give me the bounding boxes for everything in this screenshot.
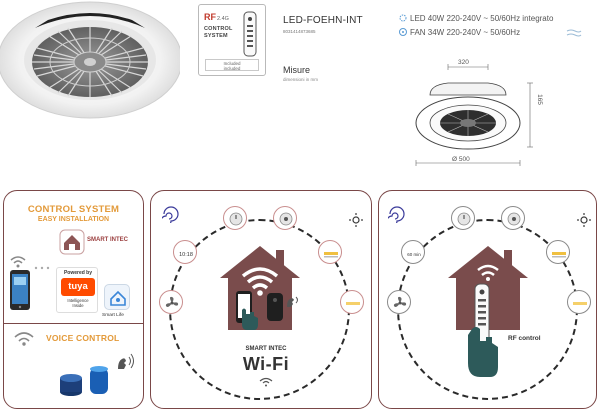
smart-home-house-icon [210, 240, 310, 340]
dimmer-slider-icon-rf [546, 240, 570, 264]
dimensions-title: Misure [283, 65, 311, 75]
rf-line-control: CONTROL [204, 26, 233, 32]
dimmer-slider-icon [318, 240, 342, 264]
smart-life-label: Smart Life [102, 313, 124, 318]
voice-wifi-icon [13, 331, 35, 347]
smartphone-icon [9, 269, 31, 311]
fan-speed-icon-rf [387, 290, 411, 314]
timer-display-icon-rf: 60 min [401, 240, 425, 264]
product-model: LED-FOEHN-INT [283, 15, 363, 26]
smartphone-tap-icon [232, 290, 260, 332]
voice-control-title: VOICE CONTROL [46, 333, 120, 343]
spec-led: LED 40W 220-240V ~ 50/60Hz integrato [398, 14, 553, 23]
spec-led-text: LED 40W 220-240V ~ 50/60Hz integrato [410, 14, 554, 23]
speaking-user-icon [284, 292, 302, 310]
wifi-signal-icon [9, 255, 27, 269]
dimension-width: 320 [458, 59, 469, 66]
light-brightness-icon [348, 212, 364, 228]
timer-display-icon: 10:18 [173, 240, 197, 264]
panel-divider [3, 323, 144, 324]
dimension-diameter: Ø 500 [452, 156, 470, 163]
power-button-icon [223, 206, 247, 230]
color-temp-icon-rf [567, 290, 591, 314]
rf-remote-hand-icon [462, 283, 502, 379]
dimension-drawing [400, 55, 560, 175]
fan-swirl-icon [162, 205, 180, 223]
light-button-icon [273, 206, 297, 230]
timer-text: 10:18 [179, 252, 193, 258]
wifi-label: Wi-Fi [242, 354, 290, 374]
remote-control-icon [243, 11, 257, 57]
control-system-subtitle: EASY INSTALLATION [37, 216, 110, 223]
rf-line-system: SYSTEM [204, 33, 228, 39]
fan-icon [398, 27, 408, 37]
rf-control-system-box: RF2.4G CONTROL SYSTEM Included included [198, 4, 266, 76]
smart-intec-wifi-label: SMART INTEC [245, 346, 287, 352]
product-code: 8031414873685 [283, 29, 316, 34]
control-system-title: CONTROL SYSTEM [27, 204, 120, 215]
dimension-height: 165 [535, 94, 543, 105]
smart-intec-label: SMART INTEC [87, 237, 128, 243]
led-light-icon [398, 13, 408, 23]
rf-control-label: RF control [508, 335, 541, 342]
light-button-icon-rf [501, 206, 525, 230]
voice-speaker-icon [266, 292, 284, 322]
spec-fan-text: FAN 34W 220-240V ~ 50/60Hz [410, 28, 521, 37]
smart-intec-app-icon [59, 229, 85, 255]
color-temp-icon [340, 290, 364, 314]
tuya-powered-badge: Powered by tuya Intelligence Inside [56, 267, 98, 313]
smart-speaker-icon [58, 362, 114, 398]
link-dots-icon [33, 264, 53, 272]
tuya-subtitle: Intelligence Inside [67, 298, 89, 308]
rf-included-tag: Included included [205, 59, 259, 71]
voice-user-icon [114, 351, 136, 373]
fan-speed-icon [159, 290, 183, 314]
spec-fan: FAN 34W 220-240V ~ 50/60Hz [398, 28, 520, 37]
light-brightness-icon-rf [576, 212, 592, 228]
airflow-icon [566, 28, 582, 38]
power-button-icon-rf [451, 206, 475, 230]
rf-title: RF2.4G [204, 12, 229, 22]
wifi-small-icon [258, 377, 274, 387]
dimensions-subtitle: dimensioni in mm [283, 77, 319, 82]
smart-life-app-icon [104, 284, 130, 310]
powered-by-label: Powered by [63, 270, 93, 276]
tuya-logo: tuya [61, 278, 95, 296]
fan-product-photo [0, 0, 180, 150]
timer-text-rf: 60 min [407, 252, 421, 257]
fan-swirl-icon-rf [388, 205, 406, 223]
